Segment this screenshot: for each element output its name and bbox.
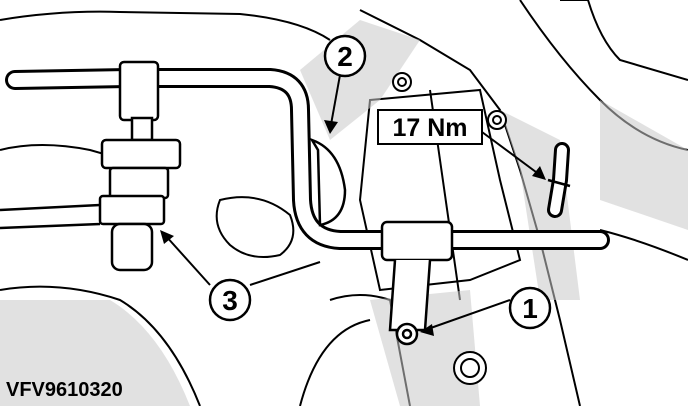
leader-lines bbox=[164, 74, 541, 331]
shaded-areas bbox=[0, 20, 688, 406]
callout-2: 2 bbox=[323, 34, 367, 78]
hose-bracket bbox=[309, 137, 347, 227]
pipe-clip bbox=[380, 178, 571, 346]
leader-arrowheads bbox=[160, 120, 546, 336]
callout-3: 3 bbox=[208, 278, 252, 322]
callout-2-label: 2 bbox=[337, 41, 353, 72]
figure-id: VFV9610320 bbox=[6, 379, 123, 401]
callout-1: 1 bbox=[508, 286, 552, 330]
torque-label-box: 17 Nm bbox=[377, 109, 483, 145]
torque-label: 17 Nm bbox=[392, 114, 467, 142]
vacuum-valve bbox=[0, 60, 182, 272]
callout-3-label: 3 bbox=[222, 285, 238, 316]
bolt-heads bbox=[392, 72, 507, 385]
callout-1-label: 1 bbox=[522, 293, 538, 324]
pipe-assembly bbox=[5, 68, 610, 250]
